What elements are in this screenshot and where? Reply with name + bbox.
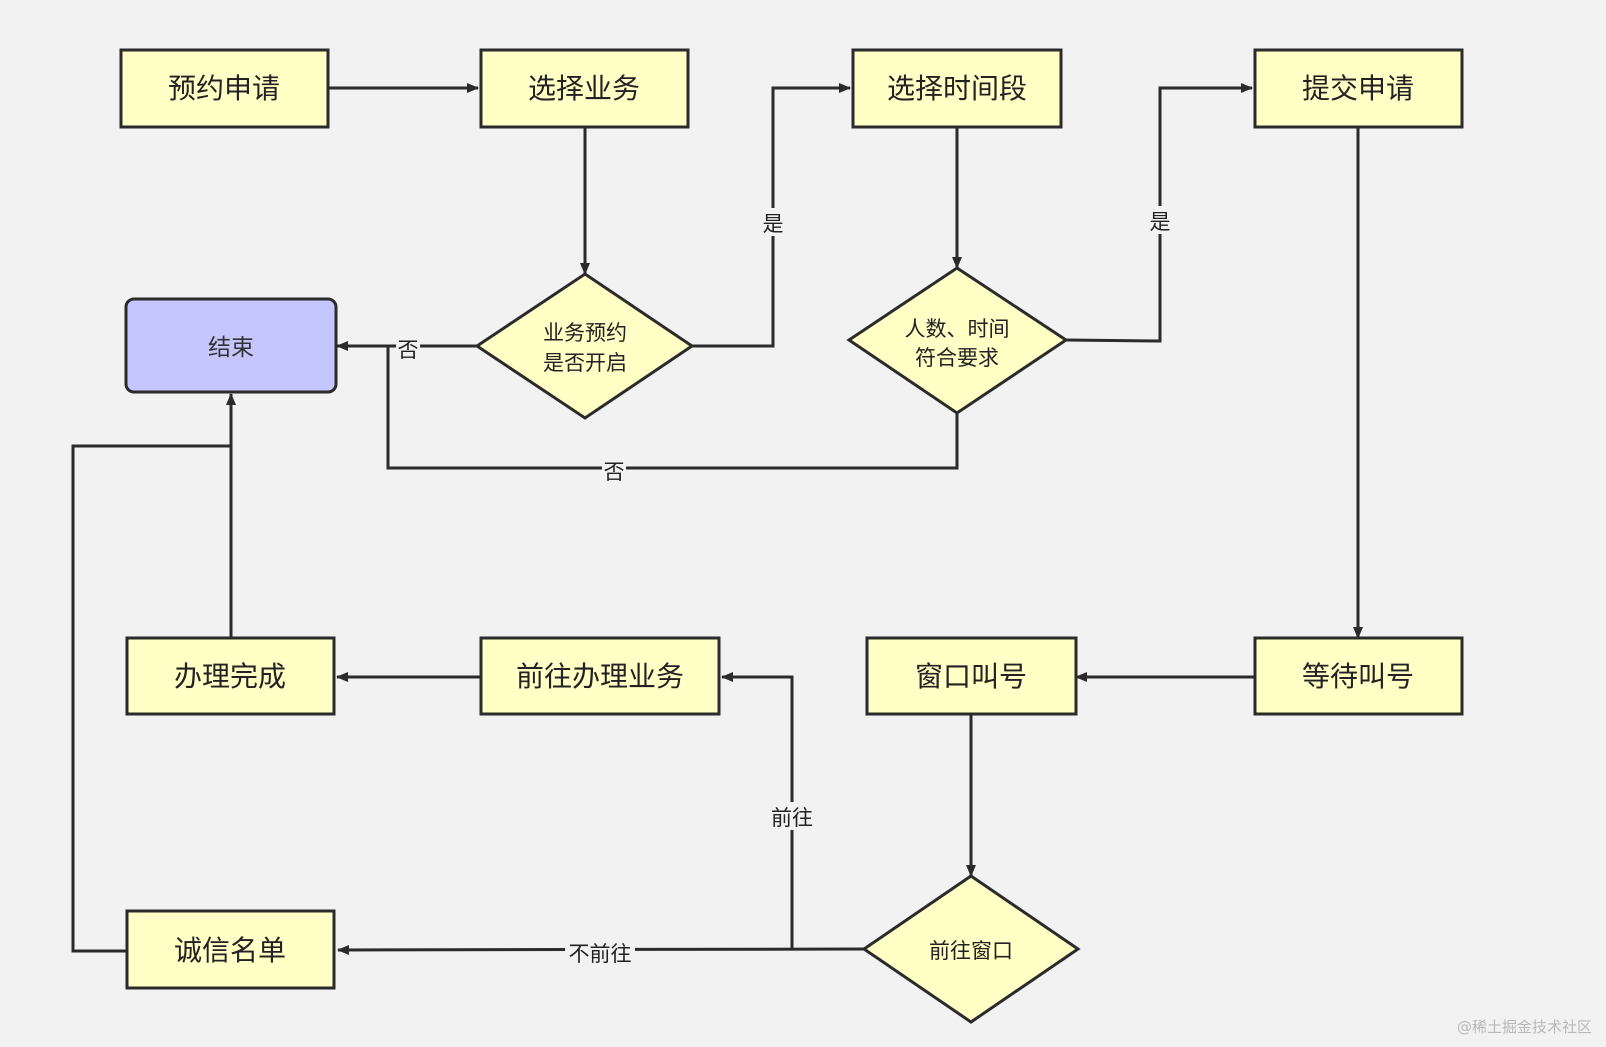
edge-time-ok-no-to-end (386, 346, 959, 470)
node-credit-list: 诚信名单 (125, 909, 336, 990)
edge-label-go: 前往 (771, 806, 813, 830)
edge-label-no-business: 否 (398, 338, 419, 362)
watermark: @稀土掘金技术社区 (1456, 1018, 1592, 1036)
node-window-call-label: 窗口叫号 (915, 660, 1027, 693)
node-select-time-label: 选择时间段 (887, 72, 1027, 105)
node-submit-label: 提交申请 (1302, 72, 1414, 105)
node-go-handle-label: 前往办理业务 (516, 660, 684, 693)
decision-go-window-label: 前往窗口 (929, 939, 1013, 963)
node-wait-call: 等待叫号 (1253, 636, 1464, 716)
edge-label-yes-time: 是 (1150, 210, 1171, 234)
decision-time-ok-line1: 人数、时间 (905, 317, 1010, 341)
node-submit: 提交申请 (1253, 48, 1464, 129)
decision-time-ok: 人数、时间 符合要求 (846, 266, 1069, 415)
decision-business-open-line1: 业务预约 (543, 321, 627, 345)
node-go-handle: 前往办理业务 (479, 636, 721, 716)
edge-credit-list-to-end (71, 444, 231, 953)
node-select-business-label: 选择业务 (528, 72, 640, 105)
node-done-label: 办理完成 (174, 660, 286, 693)
node-select-time: 选择时间段 (851, 48, 1063, 129)
edge-label-not-go: 不前往 (569, 942, 632, 966)
node-end-label: 结束 (208, 335, 254, 361)
edge-labels: 是 是 否 否 前往 不前往 (396, 206, 1172, 966)
node-apply: 预约申请 (119, 48, 330, 129)
node-apply-label: 预约申请 (168, 72, 280, 105)
node-wait-call-label: 等待叫号 (1302, 660, 1414, 693)
edge-go-window-go-to-go-handle (721, 672, 794, 949)
edge-label-no-time: 否 (604, 460, 625, 484)
edge-label-yes-business: 是 (763, 212, 784, 236)
decision-business-open: 业务预约 是否开启 (474, 272, 695, 420)
decision-business-open-line2: 是否开启 (543, 351, 627, 375)
node-end: 结束 (124, 297, 338, 394)
decision-go-window: 前往窗口 (861, 874, 1081, 1024)
node-credit-list-label: 诚信名单 (174, 934, 286, 967)
node-select-business: 选择业务 (479, 48, 690, 129)
node-done: 办理完成 (125, 636, 336, 716)
decision-time-ok-line2: 符合要求 (915, 346, 999, 370)
node-window-call: 窗口叫号 (865, 636, 1078, 716)
